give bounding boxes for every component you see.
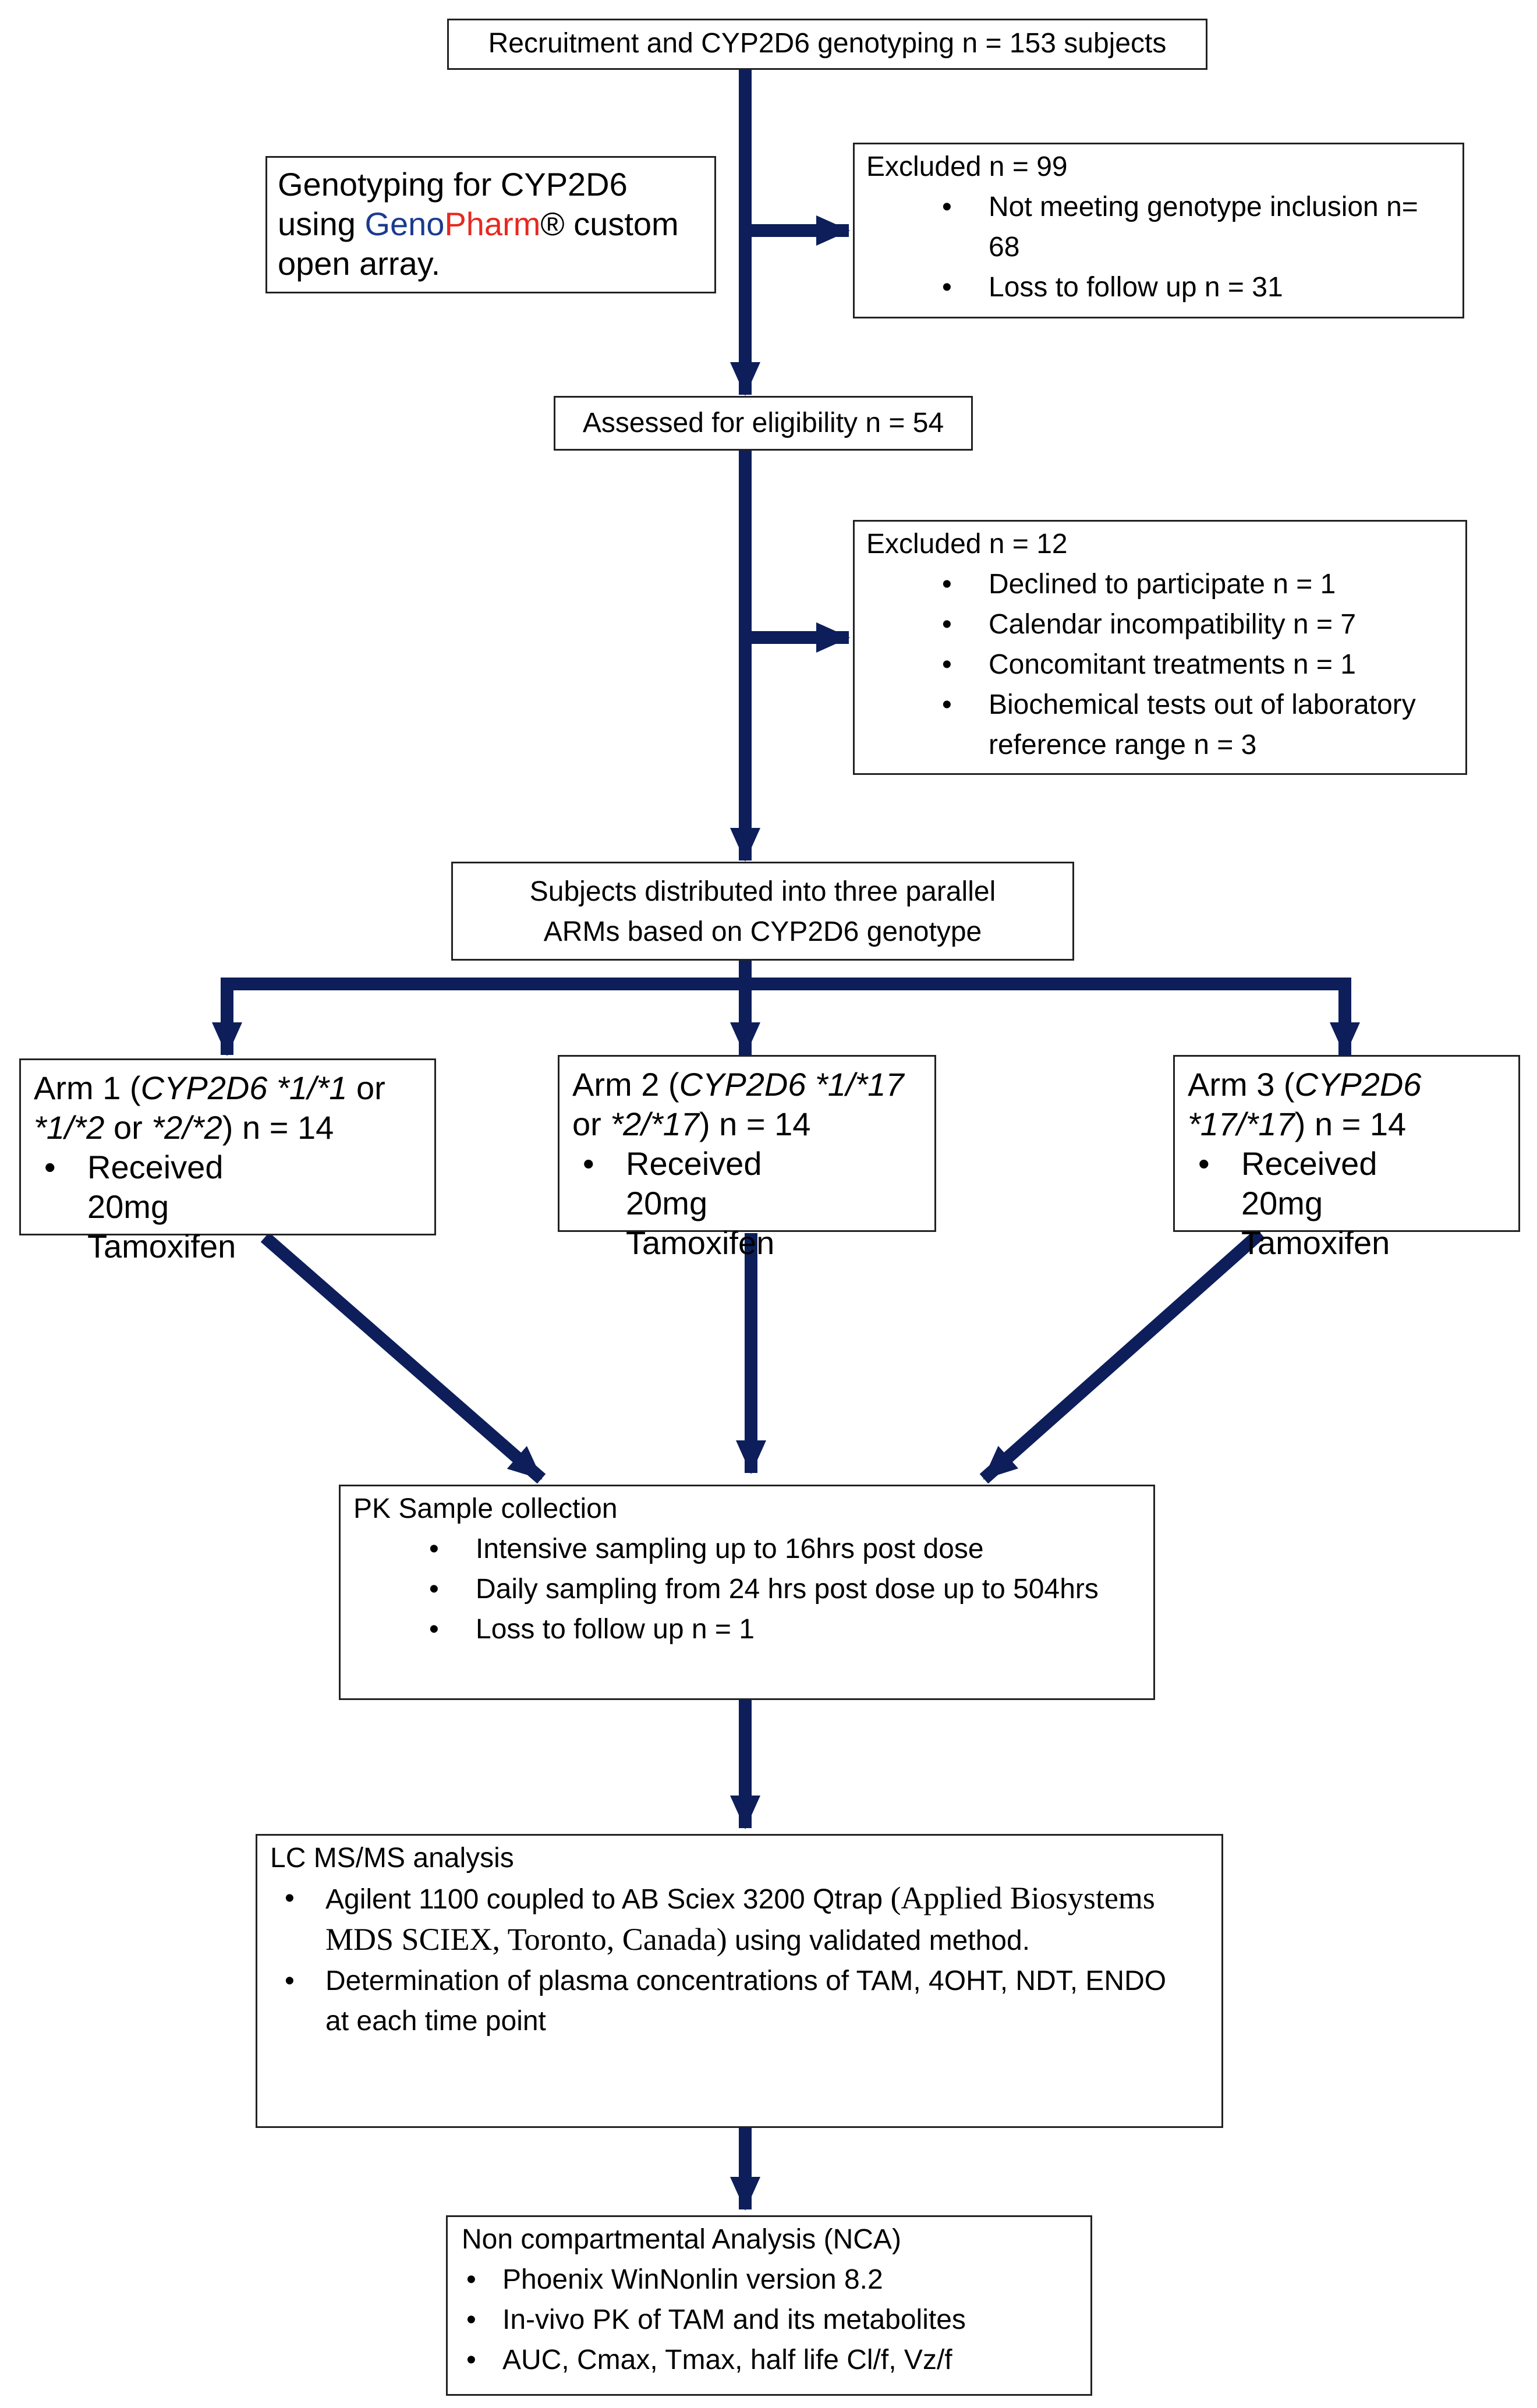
eligibility-box: Assessed for eligibility n = 54 <box>554 396 973 451</box>
distribution-line-2: ARMs based on CYP2D6 genotype <box>543 916 982 947</box>
excluded-1-list: Not meeting genotype inclusion n= 68 Los… <box>866 187 1451 307</box>
list-item: Not meeting genotype inclusion n= 68 <box>866 187 1451 267</box>
arm-2-box: Arm 2 (CYP2D6 *1/*17 or *2/*17) n = 14 R… <box>558 1055 936 1261</box>
list-item: Agilent 1100 coupled to AB Sciex 3200 Qt… <box>270 1878 1187 1961</box>
nca-title: Non compartmental Analysis (NCA) <box>462 2224 901 2255</box>
list-item: Determination of plasma concentrations o… <box>270 1961 1187 2041</box>
recruitment-text: Recruitment and CYP2D6 genotyping n = 15… <box>488 28 1167 59</box>
excluded-box-2: Excluded n = 12 Declined to participate … <box>853 520 1467 775</box>
distribution-line-1: Subjects distributed into three parallel <box>529 876 996 907</box>
excluded-2-list: Declined to participate n = 1 Calendar i… <box>866 564 1454 765</box>
brand-geno: Geno <box>364 206 445 242</box>
list-item: Received 20mg Tamoxifen <box>34 1148 428 1266</box>
pk-title: PK Sample collection <box>353 1493 618 1524</box>
recruitment-box: Recruitment and CYP2D6 genotyping n = 15… <box>447 19 1207 70</box>
arrow-arm1-to-pk <box>260 1232 546 1484</box>
arm-3-list: Received 20mg Tamoxifen <box>1188 1144 1513 1263</box>
list-item: Biochemical tests out of laboratory refe… <box>866 685 1454 765</box>
list-item: In-vivo PK of TAM and its metabolites <box>462 2300 1079 2340</box>
pk-collection-box: PK Sample collection Intensive sampling … <box>339 1485 1155 1700</box>
nca-list: Phoenix WinNonlin version 8.2 In-vivo PK… <box>462 2260 1079 2380</box>
arm-1-title: Arm 1 (CYP2D6 *1/*1 or *1/*2 or *2/*2) n… <box>34 1070 385 1146</box>
arm-2-list: Received 20mg Tamoxifen <box>572 1144 929 1263</box>
distribution-box: Subjects distributed into three parallel… <box>451 862 1074 961</box>
arm-1-box: Arm 1 (CYP2D6 *1/*1 or *1/*2 or *2/*2) n… <box>19 1058 436 1265</box>
brand-pharm: Pharm <box>444 206 541 242</box>
excluded-2-title: Excluded n = 12 <box>866 529 1068 559</box>
list-item: Loss to follow up n = 31 <box>866 267 1451 307</box>
excluded-box-1: Excluded n = 99 Not meeting genotype inc… <box>853 143 1464 318</box>
arm-2-title: Arm 2 (CYP2D6 *1/*17 or *2/*17) n = 14 <box>572 1066 904 1142</box>
list-item: Received 20mg Tamoxifen <box>572 1144 929 1263</box>
list-item: Phoenix WinNonlin version 8.2 <box>462 2260 1079 2300</box>
arrow-arm3-to-pk <box>979 1228 1265 1484</box>
pk-list: Intensive sampling up to 16hrs post dose… <box>353 1529 1142 1649</box>
arm-3-box: Arm 3 (CYP2D6 *17/*17) n = 14 Received 2… <box>1173 1055 1520 1261</box>
lcms-list: Agilent 1100 coupled to AB Sciex 3200 Qt… <box>270 1878 1187 2041</box>
list-item: Calendar incompatibility n = 7 <box>866 604 1454 645</box>
nca-box: Non compartmental Analysis (NCA) Phoenix… <box>446 2215 1092 2396</box>
lcms-title: LC MS/MS analysis <box>270 1843 514 1874</box>
list-item: Loss to follow up n = 1 <box>353 1609 1142 1649</box>
lcms-box: LC MS/MS analysis Agilent 1100 coupled t… <box>256 1834 1223 2128</box>
genotyping-line-2: using GenoPharm® custom <box>278 206 679 242</box>
arm-1-list: Received 20mg Tamoxifen <box>34 1148 428 1266</box>
genotyping-line-1: Genotyping for CYP2D6 <box>278 166 628 203</box>
list-item: Daily sampling from 24 hrs post dose up … <box>353 1569 1142 1609</box>
list-item: Concomitant treatments n = 1 <box>866 645 1454 685</box>
list-item: Received 20mg Tamoxifen <box>1188 1144 1513 1263</box>
genotyping-line-3: open array. <box>278 245 441 282</box>
list-item: Declined to participate n = 1 <box>866 564 1454 604</box>
list-item: AUC, Cmax, Tmax, half life Cl/f, Vz/f <box>462 2340 1079 2380</box>
split-bar <box>221 978 1351 1051</box>
list-item: Intensive sampling up to 16hrs post dose <box>353 1529 1142 1569</box>
excluded-1-title: Excluded n = 99 <box>866 151 1068 182</box>
eligibility-text: Assessed for eligibility n = 54 <box>582 408 944 438</box>
arm-3-title: Arm 3 (CYP2D6 *17/*17) n = 14 <box>1188 1066 1422 1142</box>
genotyping-note: Genotyping for CYP2D6 using GenoPharm® c… <box>265 156 716 293</box>
